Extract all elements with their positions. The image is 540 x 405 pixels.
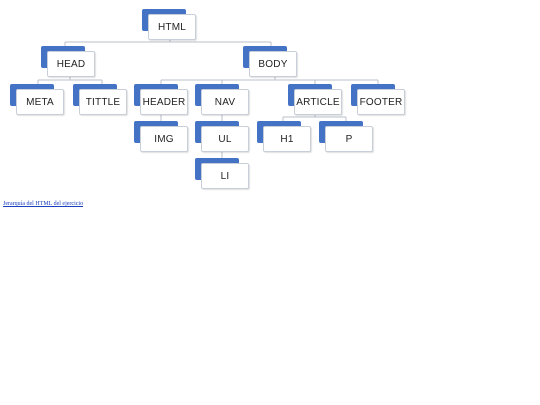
node-box — [47, 51, 95, 77]
node-label-head: HEAD — [56, 58, 86, 70]
node-box — [263, 126, 311, 152]
node-label-html: HTML — [157, 21, 187, 33]
connector-body-children — [160, 75, 379, 84]
connector-head-children — [37, 75, 103, 84]
node-box — [201, 89, 249, 115]
node-head: HEAD — [41, 46, 95, 77]
node-label-h1: H1 — [280, 133, 294, 145]
node-label-meta: META — [26, 96, 54, 108]
diagram-caption-link[interactable]: Jerarquía del HTML del ejercicio — [3, 201, 84, 207]
node-p: P — [319, 121, 373, 152]
node-label-img: IMG — [154, 133, 174, 145]
node-label-body: BODY — [258, 58, 288, 70]
node-footer: FOOTER — [351, 84, 405, 115]
node-img: IMG — [134, 121, 188, 152]
node-body: BODY — [243, 46, 297, 77]
node-box — [140, 89, 188, 115]
node-box — [325, 126, 373, 152]
html-hierarchy-diagram: HTML HEAD BODY META TITTLE HEADER NAV AR… — [0, 0, 540, 200]
node-label-header: HEADER — [142, 96, 186, 108]
node-box — [16, 89, 64, 115]
node-box — [201, 126, 249, 152]
node-box — [201, 163, 249, 189]
node-label-footer: FOOTER — [359, 96, 403, 108]
node-html: HTML — [142, 9, 196, 40]
node-label-tittle: TITTLE — [85, 96, 121, 108]
node-box — [148, 14, 196, 40]
node-label-li: LI — [220, 170, 230, 182]
node-meta: META — [10, 84, 64, 115]
node-li: LI — [195, 158, 249, 189]
node-box — [249, 51, 297, 77]
node-box — [294, 89, 342, 115]
node-box — [140, 126, 188, 152]
node-ul: UL — [195, 121, 249, 152]
node-h1: H1 — [257, 121, 311, 152]
node-nav: NAV — [195, 84, 249, 115]
node-label-p: P — [345, 133, 353, 145]
node-box — [79, 89, 127, 115]
node-label-article: ARTICLE — [296, 96, 340, 108]
node-article: ARTICLE — [288, 84, 342, 115]
node-header: HEADER — [134, 84, 188, 115]
node-box — [357, 89, 405, 115]
node-label-ul: UL — [218, 133, 232, 145]
node-tittle: TITTLE — [73, 84, 127, 115]
node-label-nav: NAV — [214, 96, 236, 108]
